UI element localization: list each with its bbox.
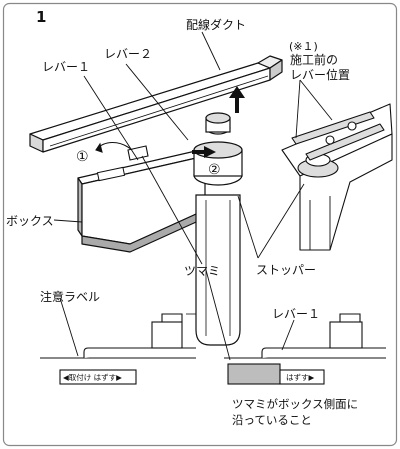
bottom-left-detail: [40, 313, 196, 385]
label-pre-install-line2: レバー位置: [290, 68, 351, 82]
label-note-marker: (※１): [289, 40, 318, 53]
label-caution: 注意ラベル: [40, 290, 101, 304]
up-arrow: [229, 86, 245, 113]
label-knob: ツマミ: [184, 264, 221, 278]
circled-one: ①: [76, 149, 89, 165]
bottom-right-detail: [224, 313, 386, 385]
note-line1: ツマミがボックス側面に: [232, 397, 359, 411]
caution-label-sticker: [96, 166, 126, 182]
lever1-part: [95, 141, 149, 161]
label-duct: 配線ダクト: [186, 18, 247, 32]
label-stopper: ストッパー: [256, 263, 317, 277]
step-number: 1: [36, 8, 47, 26]
right-label-tag: はずす▶: [286, 373, 315, 382]
label-lever1: レバー１: [42, 60, 91, 74]
wiring-duct: [29, 55, 283, 153]
right-arrow: [192, 146, 216, 158]
label-box: ボックス: [6, 214, 54, 228]
inset-detail: [281, 103, 393, 251]
adapter-post: [193, 112, 243, 346]
label-lever2: レバー２: [104, 47, 153, 61]
left-label-tag: ◀取付け はずす▶: [63, 373, 122, 382]
label-pre-install-line1: 施工前の: [290, 53, 339, 67]
leader-lines: [53, 31, 333, 361]
note-line2: 沿っていること: [232, 413, 312, 427]
adapter-box: [77, 149, 206, 253]
circled-two: ②: [208, 162, 221, 178]
label-lever1-detail: レバー１: [272, 307, 321, 321]
